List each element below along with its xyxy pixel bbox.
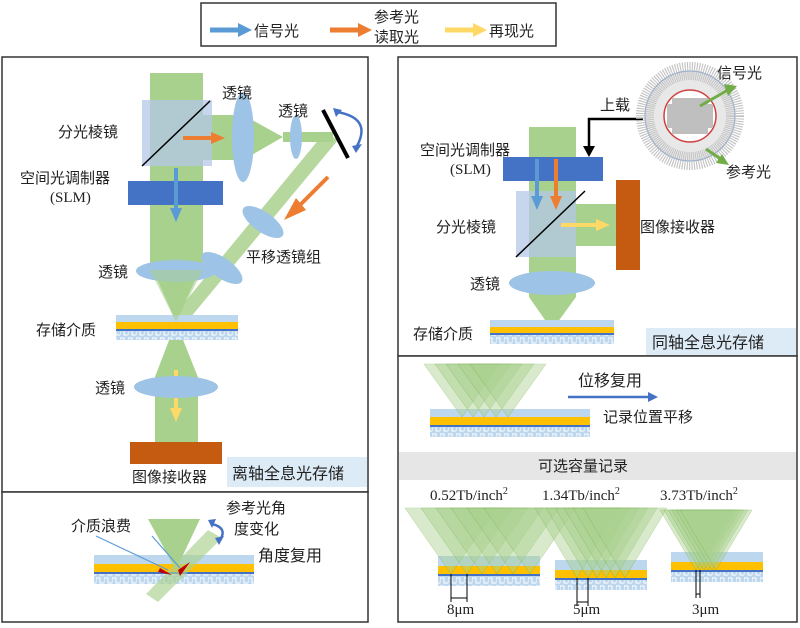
recording-cone <box>563 507 649 579</box>
signal-pointer <box>699 88 729 108</box>
recording-cone <box>534 507 620 579</box>
shift-cone <box>469 363 547 418</box>
capacity-option: 1.34Tb/inch2 5μm <box>534 486 668 618</box>
label-medium: 存储介质 <box>36 321 96 339</box>
recording-cone <box>554 507 640 579</box>
image-receiver <box>616 180 640 270</box>
recording-cone <box>404 507 498 575</box>
label-slm-2: (SLM) <box>450 162 491 178</box>
relay-lens <box>242 205 284 239</box>
label-reference: 参考光 <box>726 163 771 181</box>
shift-cone <box>423 363 501 418</box>
density-label: 0.52Tb/inch2 <box>430 486 508 504</box>
coaxial-title: 同轴全息光存储 <box>652 333 764 352</box>
shift-cone <box>457 363 535 418</box>
slm-pattern-disc <box>636 62 744 170</box>
label-beam-splitter: 分光棱镜 <box>58 123 118 141</box>
label-lens-top2: 透镜 <box>278 102 308 120</box>
off-axis-panel: 分光棱镜 空间光调制器 (SLM) 透镜 透镜 平移透镜组 透镜 存储介质 透镜… <box>1 56 369 493</box>
waste-region <box>178 562 190 576</box>
label-receiver: 图像接收器 <box>132 468 207 486</box>
label-medium: 存储介质 <box>413 325 473 343</box>
legend-reference: 参考光 读取光 <box>330 8 419 46</box>
shift-mux-title: 位移复用 <box>578 371 642 390</box>
recording-cone <box>545 507 631 579</box>
legend-signal: 信号光 <box>210 22 299 40</box>
upload-arrow <box>587 117 643 148</box>
slm <box>503 157 603 181</box>
angle-mux-title: 角度复用 <box>258 546 322 565</box>
coaxial-panel: 上载 空间光调制器 (SLM) 分光棱镜 图像接收器 透镜 存储介质 信号光 参… <box>397 56 798 357</box>
waste-region <box>158 568 172 575</box>
capacity-options: 0.52Tb/inch2 8μm 1.34Tb/inch2 5μm 3.73Tb/inc… <box>404 486 763 618</box>
recording-cone <box>671 509 745 571</box>
label-lens-mid: 透镜 <box>98 263 128 281</box>
density-label: 1.34Tb/inch2 <box>542 486 620 504</box>
pitch-label: 5μm <box>573 602 601 618</box>
shift-mux-panel: 位移复用 记录位置平移 可选容量记录 0.52Tb/inch2 8μm 1.34Tb… <box>397 355 798 623</box>
recording-cone <box>483 507 577 575</box>
label-lens-bottom: 透镜 <box>95 379 125 397</box>
image-receiver <box>130 442 222 464</box>
storage-medium <box>430 409 590 437</box>
capacity-header-bar <box>399 452 796 480</box>
lens <box>134 376 218 398</box>
pitch-label: 8μm <box>447 602 475 618</box>
legend-signal-label: 信号光 <box>254 22 299 40</box>
recording-cone <box>667 509 741 571</box>
recording-cone <box>679 509 753 571</box>
legend-reconstruct-label: 再现光 <box>489 22 534 40</box>
label-slm-1: 空间光调制器 <box>20 169 110 187</box>
label-slm-1: 空间光调制器 <box>420 141 510 159</box>
recording-cone <box>659 509 733 571</box>
shift-cone <box>445 363 523 418</box>
shift-cone <box>434 363 512 418</box>
reference-arrow-icon <box>298 175 330 207</box>
legend: 信号光 参考光 读取光 再现光 <box>200 2 557 47</box>
angle-mux-panel: 介质浪费 参考光角 度变化 角度复用 <box>1 491 369 623</box>
storage-medium <box>490 320 614 344</box>
capacity-option: 0.52Tb/inch2 8μm <box>404 486 577 618</box>
label-lens-top1: 透镜 <box>222 84 252 102</box>
label-receiver: 图像接收器 <box>640 218 715 236</box>
legend-reconstruct: 再现光 <box>445 22 534 40</box>
rotating-mirror <box>321 109 350 159</box>
lens <box>290 115 302 159</box>
label-upload: 上载 <box>600 96 630 114</box>
legend-reference-label-1: 参考光 <box>374 8 419 26</box>
capacity-header: 可选容量记录 <box>538 457 628 475</box>
label-ref-angle-2: 度变化 <box>234 520 279 538</box>
recording-cone <box>663 509 737 571</box>
rotate-icon <box>336 110 363 147</box>
recording-cone <box>572 507 658 579</box>
recording-cone <box>582 507 668 579</box>
label-ref-angle-1: 参考光角 <box>226 499 286 517</box>
label-beam-splitter: 分光棱镜 <box>436 218 496 236</box>
legend-reference-label-2: 读取光 <box>374 28 419 46</box>
recording-cone <box>420 507 514 575</box>
recording-cone <box>675 509 749 571</box>
label-relay-lens-group: 平移透镜组 <box>246 248 321 266</box>
density-label: 3.73Tb/inch2 <box>660 486 738 504</box>
capacity-option: 3.73Tb/inch2 3μm <box>659 486 763 618</box>
signal-cone <box>148 519 200 570</box>
pitch-label: 3μm <box>692 602 720 618</box>
lens <box>232 92 254 182</box>
label-signal: 信号光 <box>717 64 762 82</box>
shift-cones <box>423 363 547 418</box>
label-slm-2: (SLM) <box>50 190 91 206</box>
label-lens: 透镜 <box>470 275 500 293</box>
lens <box>509 271 595 295</box>
off-axis-title: 离轴全息光存储 <box>232 464 344 483</box>
relay-lens <box>201 251 243 285</box>
shift-mux-subtitle: 记录位置平移 <box>603 408 693 426</box>
recording-cone <box>450 507 544 575</box>
label-waste: 介质浪费 <box>71 517 131 535</box>
recording-cone <box>466 507 560 575</box>
recording-cone <box>435 507 529 575</box>
